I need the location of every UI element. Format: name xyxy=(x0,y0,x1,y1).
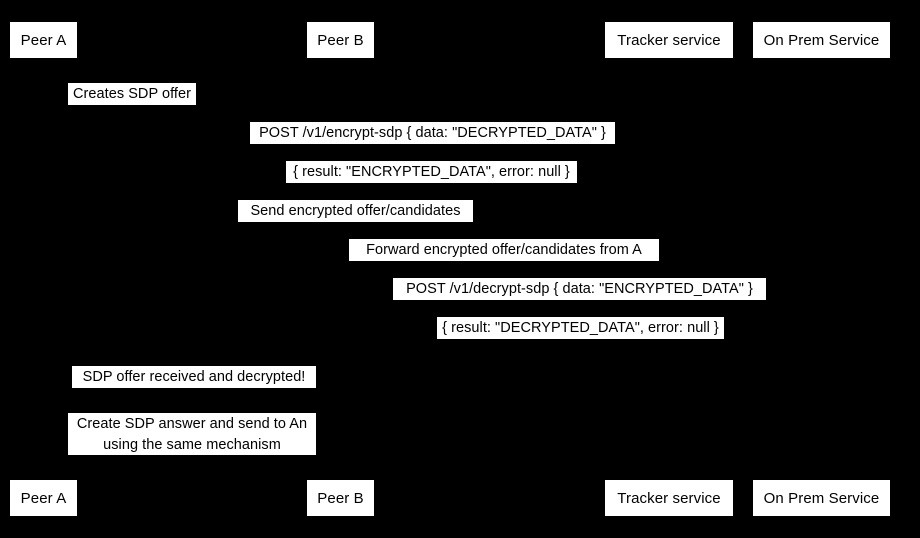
message-arrow-6 xyxy=(393,301,766,302)
message-arrow-3 xyxy=(286,184,577,185)
message-label-1[interactable]: Creates SDP offer xyxy=(68,83,196,105)
lifeline-peer-a xyxy=(44,58,45,480)
note-label-2[interactable]: Create SDP answer and send to An using t… xyxy=(68,413,316,455)
message-label-6[interactable]: POST /v1/decrypt-sdp { data: "ENCRYPTED_… xyxy=(393,278,766,300)
participant-top-peer-a[interactable]: Peer A xyxy=(10,22,77,58)
participant-bottom-peer-a[interactable]: Peer A xyxy=(10,480,77,516)
message-arrow-2 xyxy=(250,145,615,146)
message-label-3[interactable]: { result: "ENCRYPTED_DATA", error: null … xyxy=(286,161,577,183)
note-label-1[interactable]: SDP offer received and decrypted! xyxy=(72,366,316,388)
message-arrow-4 xyxy=(238,223,473,224)
participant-top-tracker-service[interactable]: Tracker service xyxy=(605,22,733,58)
message-arrow-7 xyxy=(437,340,724,341)
participant-bottom-on-prem-service[interactable]: On Prem Service xyxy=(753,480,890,516)
message-label-7[interactable]: { result: "DECRYPTED_DATA", error: null … xyxy=(437,317,724,339)
participant-top-on-prem-service[interactable]: On Prem Service xyxy=(753,22,890,58)
lifeline-peer-b xyxy=(341,58,342,480)
message-label-2[interactable]: POST /v1/encrypt-sdp { data: "DECRYPTED_… xyxy=(250,122,615,144)
message-arrow-1 xyxy=(68,106,196,107)
participant-top-peer-b[interactable]: Peer B xyxy=(307,22,374,58)
lifeline-tracker-service xyxy=(669,58,670,480)
participant-bottom-tracker-service[interactable]: Tracker service xyxy=(605,480,733,516)
lifeline-on-prem-service xyxy=(822,58,823,480)
message-label-5[interactable]: Forward encrypted offer/candidates from … xyxy=(349,239,659,261)
message-arrow-5 xyxy=(349,262,659,263)
message-label-4[interactable]: Send encrypted offer/candidates xyxy=(238,200,473,222)
participant-bottom-peer-b[interactable]: Peer B xyxy=(307,480,374,516)
